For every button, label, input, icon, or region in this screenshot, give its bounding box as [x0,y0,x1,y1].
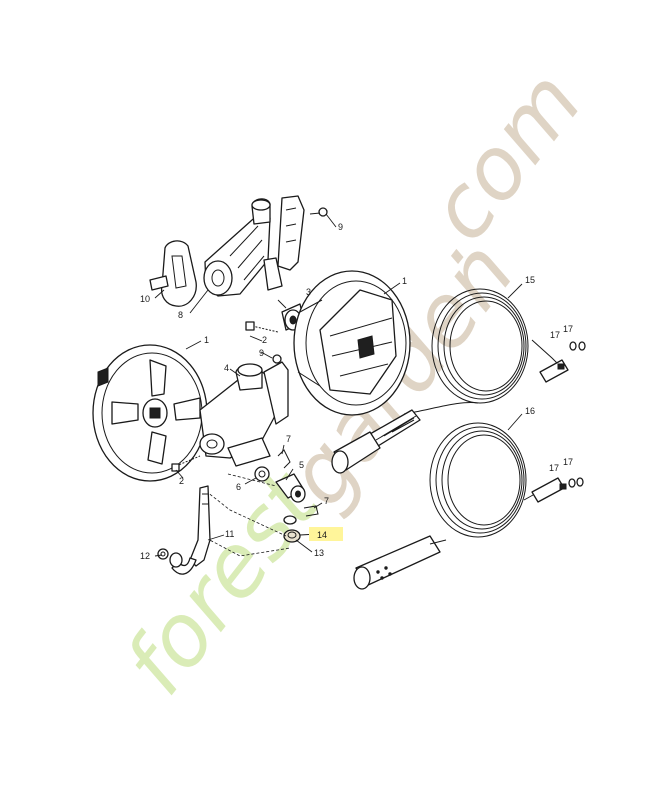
callout-5: 5 [299,460,304,470]
part-7-clip-upper [277,449,291,469]
callout-8: 8 [178,310,183,320]
part-4-frame [199,361,289,467]
spray-gun-barrel [331,409,421,474]
callout-11: 11 [225,529,234,539]
callout-17-upper-b: 17 [563,324,573,334]
callout-9-lower: 9 [259,348,264,358]
callout-14: 14 [317,530,327,540]
part-9-screw-upper [309,207,328,217]
part-1-right-drum [293,270,411,416]
callout-17-lower-b: 17 [563,457,573,467]
part-7-clip-lower [303,505,319,517]
part-15-hose-coil [403,288,569,415]
callout-3: 3 [306,287,311,297]
part-12-washer [157,548,169,560]
part-2-screw-lower [171,455,201,472]
part-9-screw-lower [272,354,282,364]
part-17-orings-upper [569,341,586,351]
part-2-screw-upper [245,321,279,333]
callout-labels: 1 1 2 2 3 4 5 6 7 7 8 9 9 10 11 12 13 14… [140,222,573,561]
callout-10: 10 [140,294,150,304]
callout-13: 13 [314,548,324,558]
callout-2-upper: 2 [262,335,267,345]
callout-7-lower: 7 [324,496,329,506]
callout-17-upper-a: 17 [550,330,560,340]
part-5-swivel [275,473,306,503]
callout-7-upper: 7 [286,434,291,444]
callout-14-highlight [309,527,343,541]
callout-1-left: 1 [204,335,209,345]
callout-1-right: 1 [402,276,407,286]
assembly-lines [201,473,291,557]
part-14-seal [283,529,301,543]
callout-2-lower: 2 [179,476,184,486]
callout-6: 6 [236,482,241,492]
part-ring-small [283,515,297,525]
part-16-hose-coil [353,422,567,590]
part-8-crank-frame [203,195,305,297]
callout-12: 12 [140,551,150,561]
callout-16: 16 [525,406,535,416]
callout-15: 15 [525,275,535,285]
callout-9-upper: 9 [338,222,343,232]
callout-4: 4 [224,363,229,373]
part-6-oring [254,466,270,482]
callout-17-lower-a: 17 [549,463,559,473]
watermark-dotcom: .com [393,53,602,281]
part-12-connector [169,552,183,568]
part-1-left-disc [92,344,208,482]
part-10-handle [149,240,197,307]
part-17-orings-lower [568,477,584,488]
